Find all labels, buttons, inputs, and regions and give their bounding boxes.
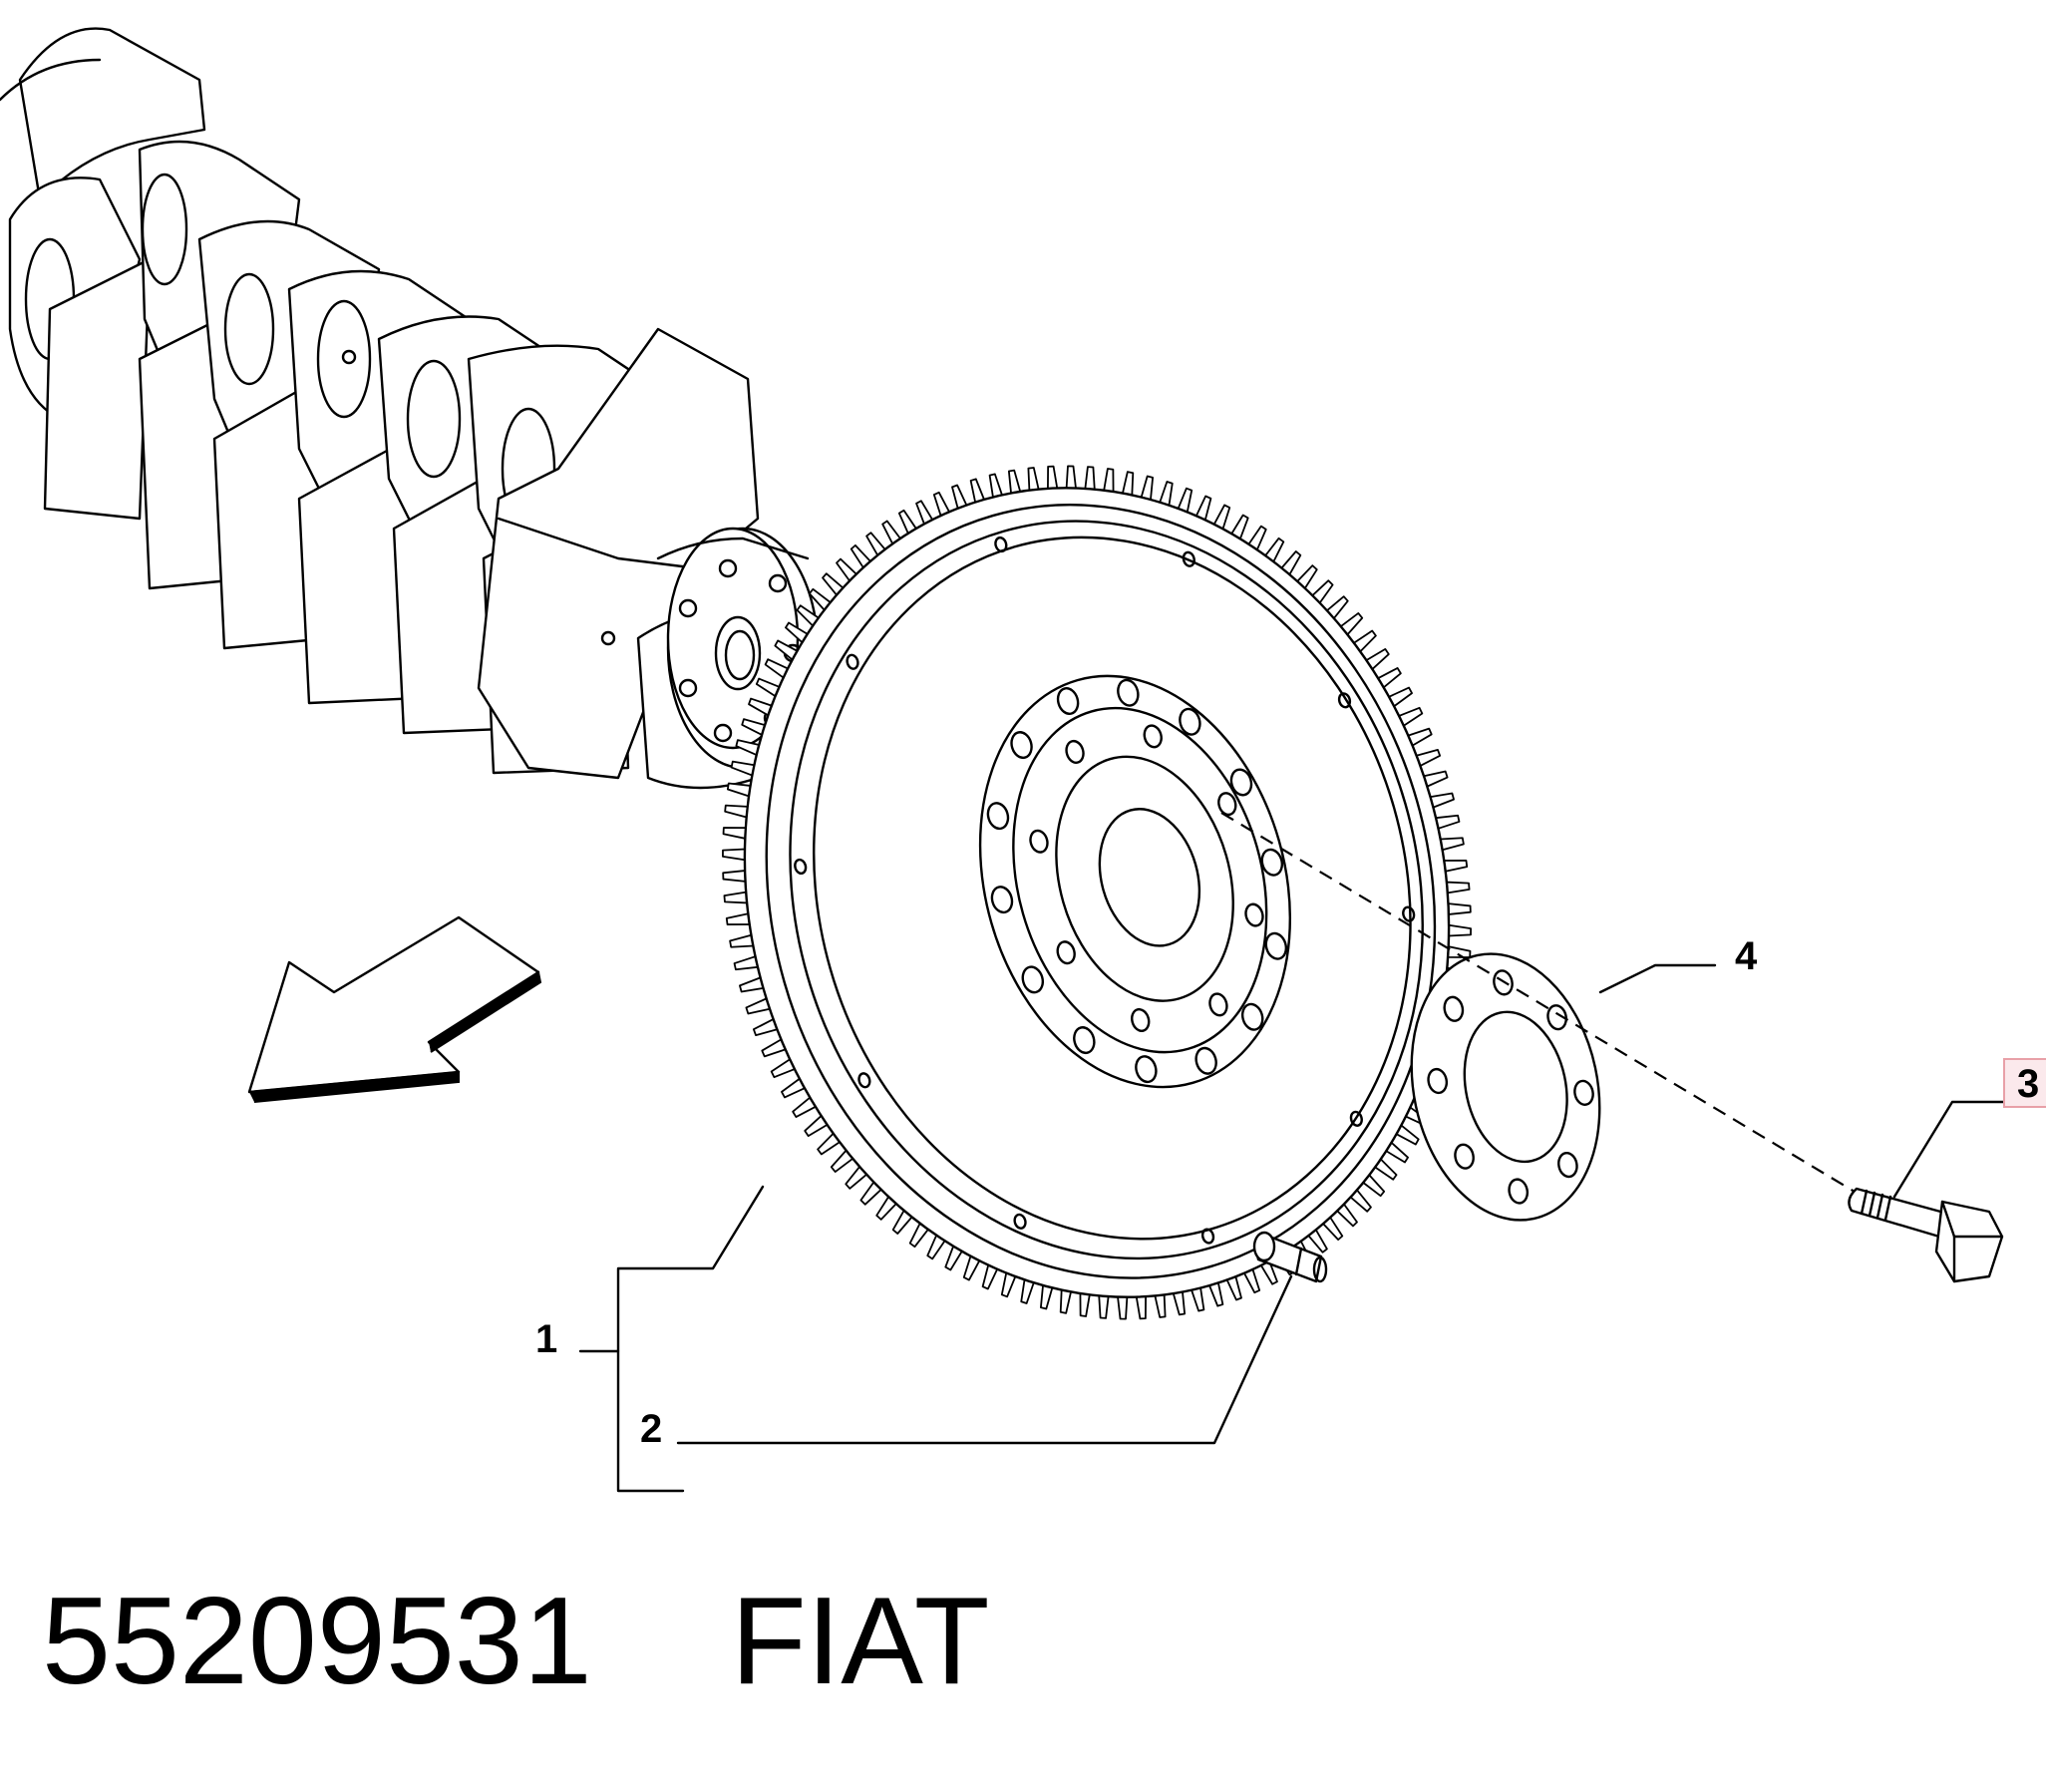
callout-highlight-box [2003,1058,2046,1108]
flywheel-hole [1182,550,1195,567]
washer-hole [1546,1004,1567,1031]
washer-hole [1443,995,1465,1022]
flywheel [722,465,1472,1320]
gear-tooth [1065,465,1077,490]
gear-tooth [1429,792,1455,809]
washer-hole [1454,1143,1475,1170]
gear-tooth [969,478,985,504]
gear-tooth [1047,465,1059,490]
gear-tooth [1007,469,1022,495]
callout-4[interactable]: 4 [1735,934,1758,978]
flywheel-hole [1143,724,1163,749]
flywheel-hole [857,1072,871,1089]
flywheel-hole [794,858,808,876]
flywheel-hole [1131,1007,1151,1032]
flywheel-hole [1240,1002,1264,1031]
flywheel-hole [1208,992,1228,1017]
flywheel-hole [1337,692,1352,709]
brand-label: FIAT [731,1573,989,1710]
crankshaft [0,27,820,790]
flywheel-hole [1065,739,1085,764]
flywheel-hole [1117,678,1140,707]
washer-hole [1573,1079,1594,1106]
flywheel-hole [1073,1026,1096,1055]
gear-tooth [1027,467,1040,492]
flywheel-hole [986,802,1010,831]
gear-tooth [1154,1293,1167,1318]
flywheel-hole [1021,965,1045,994]
flywheel-hole [1029,829,1049,854]
gear-tooth [1117,1295,1129,1320]
gear-tooth [988,473,1003,499]
flywheel-hole [1179,707,1201,736]
flywheel-hole [1056,687,1080,716]
washer-hole [1427,1067,1449,1095]
assembly-axis [1220,812,1856,1193]
flywheel-hole [1194,1046,1217,1075]
flywheel-hole [1200,1228,1215,1245]
washer-holes [1427,969,1594,1205]
washer-hole [1508,1178,1530,1205]
callout-3[interactable]: 3 [2017,1062,2039,1106]
flywheel-hole [1244,902,1264,927]
gear-tooth [1135,1295,1147,1320]
flywheel-hole [1135,1055,1158,1084]
washer-hole [1557,1152,1578,1179]
flywheel-hole [1349,1110,1363,1127]
flywheel-hole [1056,940,1076,965]
part-number-label: 55209531 [42,1573,592,1710]
flywheel-bolt-holes [794,536,1416,1245]
gear-tooth [739,976,765,993]
washer-plate [1410,952,1601,1222]
gear-tooth [1172,1290,1187,1316]
flywheel-hole [1217,792,1237,817]
flywheel-hole [1260,848,1284,877]
flywheel-hole [994,536,1008,553]
flywheel-bolt [1848,1187,2004,1283]
flywheel-hole [846,653,859,670]
flywheel-hole [1010,731,1033,760]
flywheel-hole [1229,768,1253,797]
flywheel-hole [1402,905,1416,922]
washer-hole [1493,969,1514,996]
direction-arrow [247,915,542,1103]
flywheel-hole [1013,1213,1027,1230]
flywheel-hole [990,886,1014,914]
flywheel-hole [1264,931,1288,960]
gear-tooth [1208,1281,1224,1307]
callout-2[interactable]: 2 [640,1407,662,1451]
dowel-pin [1252,1231,1328,1283]
callout-1[interactable]: 1 [535,1317,557,1361]
gear-tooth [1191,1286,1205,1312]
leader-lines [578,963,2006,1493]
